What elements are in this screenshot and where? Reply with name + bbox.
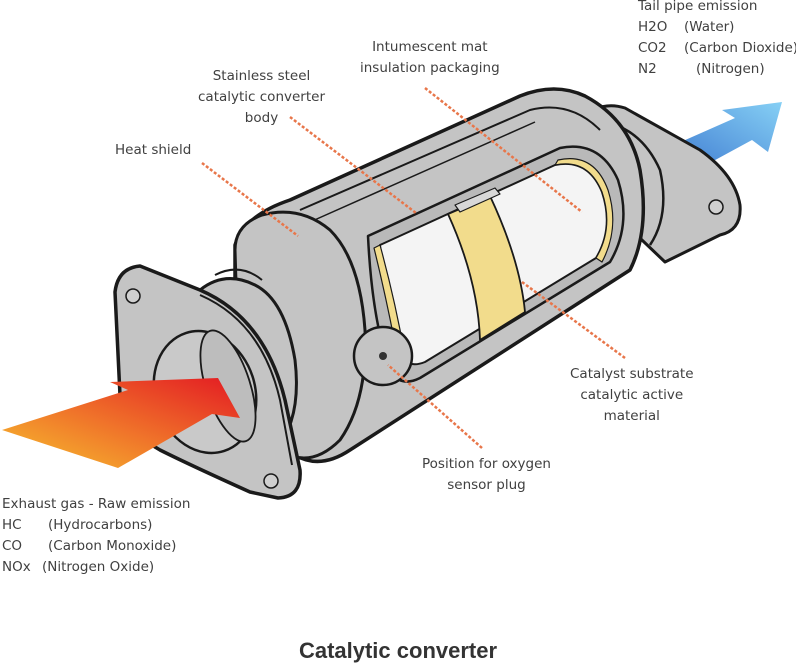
exhaust-item: NOx (Nitrogen Oxide) <box>2 557 190 578</box>
exhaust-item: HC (Hydrocarbons) <box>2 515 190 536</box>
inlet-arrow <box>2 378 240 468</box>
label-catalyst-substrate: Catalyst substrate catalytic active mate… <box>570 364 694 427</box>
formula: H2O <box>638 19 668 35</box>
compound-name: (Carbon Monoxide) <box>48 538 177 554</box>
compound-name: (Nitrogen) <box>696 61 765 77</box>
formula: NOx <box>2 559 31 575</box>
formula: N2 <box>638 61 657 77</box>
label-intumescent-mat: Intumescent mat insulation packaging <box>360 37 500 79</box>
tailpipe-item: N2 (Nitrogen) <box>638 59 796 80</box>
label-line: catalytic converter <box>198 89 325 105</box>
label-line: sensor plug <box>447 477 526 493</box>
label-heat-shield: Heat shield <box>115 140 191 161</box>
exhaust-item: CO (Carbon Monoxide) <box>2 536 190 557</box>
label-line: Intumescent mat <box>372 39 488 55</box>
label-line: Position for oxygen <box>422 456 551 472</box>
compound-name: (Nitrogen Oxide) <box>42 559 155 575</box>
tailpipe-title: Tail pipe emission <box>638 0 758 14</box>
exhaust-title: Exhaust gas - Raw emission <box>2 496 191 512</box>
label-stainless-body: Stainless steel catalytic converter body <box>198 66 325 129</box>
compound-name: (Carbon Dioxide) <box>684 40 796 56</box>
tailpipe-item: H2O (Water) <box>638 17 796 38</box>
label-oxygen-sensor: Position for oxygen sensor plug <box>422 454 551 496</box>
leader-oxygen-sensor <box>387 364 483 449</box>
formula: HC <box>2 517 22 533</box>
label-line: material <box>603 408 660 424</box>
tailpipe-item: CO2 (Carbon Dioxide) <box>638 38 796 59</box>
label-line: Stainless steel <box>212 68 311 84</box>
label-tailpipe-emission: Tail pipe emission H2O (Water) CO2 (Carbon… <box>638 0 796 80</box>
compound-name: (Water) <box>684 19 735 35</box>
leader-catalyst-substrate <box>521 280 626 360</box>
leader-intumescent-mat <box>424 87 583 213</box>
label-line: catalytic active <box>580 387 684 403</box>
leader-heat-shield <box>201 162 299 237</box>
label-line: insulation packaging <box>360 60 500 76</box>
compound-name: (Hydrocarbons) <box>48 517 153 533</box>
formula: CO <box>2 538 23 554</box>
oxygen-sensor-boss <box>352 325 414 387</box>
label-line: Catalyst substrate <box>570 366 694 382</box>
formula: CO2 <box>638 40 667 56</box>
label-exhaust-gas: Exhaust gas - Raw emission HC (Hydrocarbo… <box>2 494 190 578</box>
label-line: body <box>244 110 279 126</box>
leader-stainless-body <box>289 116 417 214</box>
figure-caption: Catalytic converter <box>298 638 498 663</box>
label-line: Heat shield <box>115 142 192 158</box>
